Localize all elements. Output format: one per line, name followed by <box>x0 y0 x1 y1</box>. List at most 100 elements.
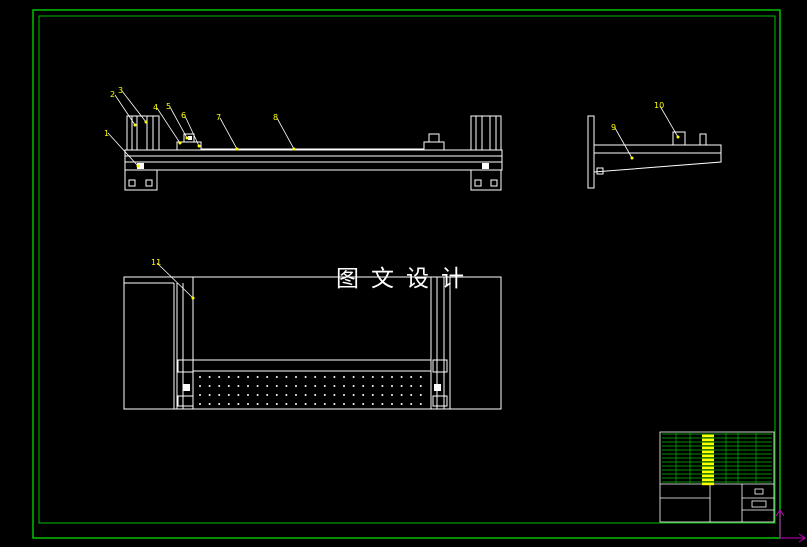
platform-hole <box>362 376 365 378</box>
platform-hole <box>275 394 278 396</box>
parts-list-cell <box>702 434 714 438</box>
platform-hole <box>381 385 384 387</box>
platform-hole <box>419 385 422 387</box>
platform-hole <box>208 403 211 405</box>
platform-hole <box>256 403 259 405</box>
platform-hole <box>343 403 345 405</box>
platform-hole <box>218 385 221 387</box>
parts-list-cell <box>702 462 714 466</box>
parts-list-cell <box>702 478 714 482</box>
platform-hole <box>247 394 249 396</box>
platform-hole <box>391 403 393 405</box>
platform-hole <box>266 376 269 378</box>
outer-border <box>32 9 781 539</box>
platform-hole <box>208 385 211 387</box>
platform-hole <box>343 385 345 387</box>
parts-list-cell <box>702 482 714 486</box>
platform-hole <box>333 403 336 405</box>
part-label-8: 8 <box>273 113 278 122</box>
platform-hole <box>323 403 326 405</box>
platform-hole <box>266 394 269 396</box>
ucs-icon <box>775 509 806 543</box>
platform-hole <box>218 394 221 396</box>
platform-hole <box>333 394 336 396</box>
platform-hole <box>285 385 288 387</box>
parts-list-rows <box>662 432 772 486</box>
parts-list-cell <box>702 446 714 450</box>
platform-hole <box>343 376 345 378</box>
platform-hole <box>237 385 240 387</box>
platform-hole <box>227 394 230 396</box>
platform-hole <box>218 403 221 405</box>
platform-hole <box>275 403 278 405</box>
top-view-fill <box>183 384 441 391</box>
parts-list-cell <box>702 474 714 478</box>
inner-border <box>38 15 776 524</box>
platform-hole <box>400 394 403 396</box>
platform-hole <box>256 394 259 396</box>
platform-hole <box>237 376 240 378</box>
platform-hole <box>400 385 403 387</box>
platform-hole-grid <box>199 376 422 405</box>
platform-hole <box>199 394 201 396</box>
platform-hole <box>352 376 355 378</box>
parts-list-cell <box>702 454 714 458</box>
platform-hole <box>227 376 230 378</box>
platform-hole <box>304 394 307 396</box>
platform-hole <box>247 385 249 387</box>
part-label-9: 9 <box>611 123 616 132</box>
platform-hole <box>314 385 317 387</box>
platform-hole <box>247 403 249 405</box>
platform-hole <box>323 385 326 387</box>
parts-list-cell <box>702 466 714 470</box>
platform-hole <box>227 403 230 405</box>
platform-hole <box>304 385 307 387</box>
platform-hole <box>275 376 278 378</box>
platform-hole <box>419 394 422 396</box>
top-view <box>123 276 502 410</box>
platform-hole <box>237 394 240 396</box>
platform-hole <box>285 376 288 378</box>
platform-hole <box>314 403 317 405</box>
platform-hole <box>371 394 374 396</box>
platform-hole <box>381 376 384 378</box>
platform-hole <box>371 403 374 405</box>
platform-hole <box>199 385 201 387</box>
platform-hole <box>218 376 221 378</box>
side-view <box>587 115 722 189</box>
part-label-10: 10 <box>654 101 664 110</box>
platform-hole <box>304 403 307 405</box>
watermark-text: 图文设计 <box>336 266 476 292</box>
part-label-11: 11 <box>151 258 161 267</box>
platform-hole <box>333 376 336 378</box>
platform-hole <box>352 394 355 396</box>
title-block <box>659 431 775 523</box>
platform-hole <box>266 403 269 405</box>
platform-hole <box>381 403 384 405</box>
platform-hole <box>304 376 307 378</box>
front-view-fill <box>137 136 489 169</box>
platform-hole <box>256 376 259 378</box>
platform-hole <box>391 394 393 396</box>
platform-hole <box>419 376 422 378</box>
platform-hole <box>362 394 365 396</box>
platform-hole <box>285 403 288 405</box>
platform-hole <box>352 385 355 387</box>
platform-hole <box>333 385 336 387</box>
platform-hole <box>391 385 393 387</box>
parts-list-cell <box>702 438 714 442</box>
parts-list-cell <box>702 442 714 446</box>
platform-hole <box>256 385 259 387</box>
parts-list-cell <box>702 470 714 474</box>
platform-hole <box>362 403 365 405</box>
platform-hole <box>410 394 413 396</box>
platform-hole <box>295 376 297 378</box>
part-label-2: 2 <box>110 90 115 99</box>
platform-hole <box>295 385 297 387</box>
platform-hole <box>410 385 413 387</box>
platform-hole <box>199 403 201 405</box>
leader-dots <box>133 120 680 300</box>
platform-hole <box>314 376 317 378</box>
part-label-1: 1 <box>104 129 109 138</box>
platform-hole <box>391 376 393 378</box>
